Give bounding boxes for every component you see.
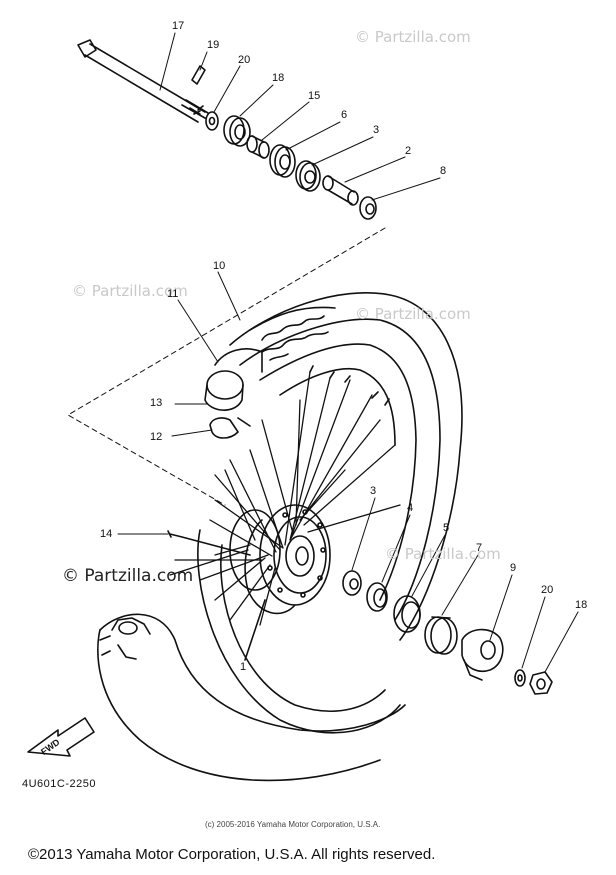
small-copyright: (c) 2005-2016 Yamaha Motor Corporation, …: [205, 820, 381, 829]
rim-band-part: [249, 306, 336, 361]
callout-9: 9: [510, 562, 517, 574]
callout-5: 5: [443, 522, 450, 534]
callout-17: 17: [172, 20, 185, 32]
cover-part: [424, 616, 458, 655]
callout-11: 11: [167, 288, 179, 300]
callout-19: 19: [207, 39, 220, 51]
collar-part-2: [359, 196, 377, 220]
tire-part: [97, 613, 406, 782]
watermark: © Partzilla.com: [385, 545, 501, 563]
callout-6: 6: [341, 109, 348, 121]
rim-part: [197, 291, 463, 734]
watermark: © Partzilla.com: [72, 282, 188, 300]
callout-15: 15: [308, 90, 321, 102]
bearing-part: [295, 160, 321, 192]
copyright-footer: ©2013 Yamaha Motor Corporation, U.S.A. A…: [28, 846, 436, 863]
callout-2: 2: [405, 145, 412, 157]
callout-14: 14: [100, 528, 113, 540]
callout-4: 4: [407, 502, 414, 514]
gear-unit-part: [461, 628, 504, 681]
nut-part: [529, 671, 553, 695]
callout-8: 8: [440, 165, 447, 177]
watermark: © Partzilla.com: [355, 305, 471, 323]
leader-lines: [117, 32, 579, 673]
cotter-pin-part: [191, 65, 206, 85]
ring-part: [393, 595, 421, 633]
callout-10: 10: [213, 260, 226, 272]
callout-3: 3: [373, 124, 380, 136]
callout-20-lower: 20: [541, 584, 554, 596]
spoke-nipples: [309, 365, 390, 406]
collar-part: [223, 115, 251, 147]
spacer-part: [246, 135, 270, 159]
assembly-line: [67, 227, 386, 506]
callout-18-lower: 18: [575, 599, 588, 611]
callout-20: 20: [238, 54, 251, 66]
seal-part: [366, 582, 388, 612]
washer-part-2: [514, 669, 526, 687]
callout-18: 18: [272, 72, 285, 84]
distance-collar-part: [322, 175, 359, 206]
callout-3-lower: 3: [370, 485, 377, 497]
spoke-part: [167, 530, 251, 556]
axle-part: [77, 39, 209, 123]
callout-1: 1: [240, 661, 247, 673]
bearing-part-2: [342, 570, 362, 596]
watermark-main: © Partzilla.com: [62, 566, 194, 586]
tube-part: [204, 348, 263, 439]
diagram-code: 4U601C-2250: [22, 778, 96, 790]
callout-7: 7: [476, 542, 483, 554]
fwd-arrow: [27, 717, 95, 757]
washer-part: [205, 111, 219, 131]
watermark: © Partzilla.com: [355, 28, 471, 46]
callout-13: 13: [150, 397, 163, 409]
hub-part: [229, 504, 331, 661]
callout-12: 12: [150, 431, 163, 443]
oil-seal-part: [269, 144, 296, 178]
